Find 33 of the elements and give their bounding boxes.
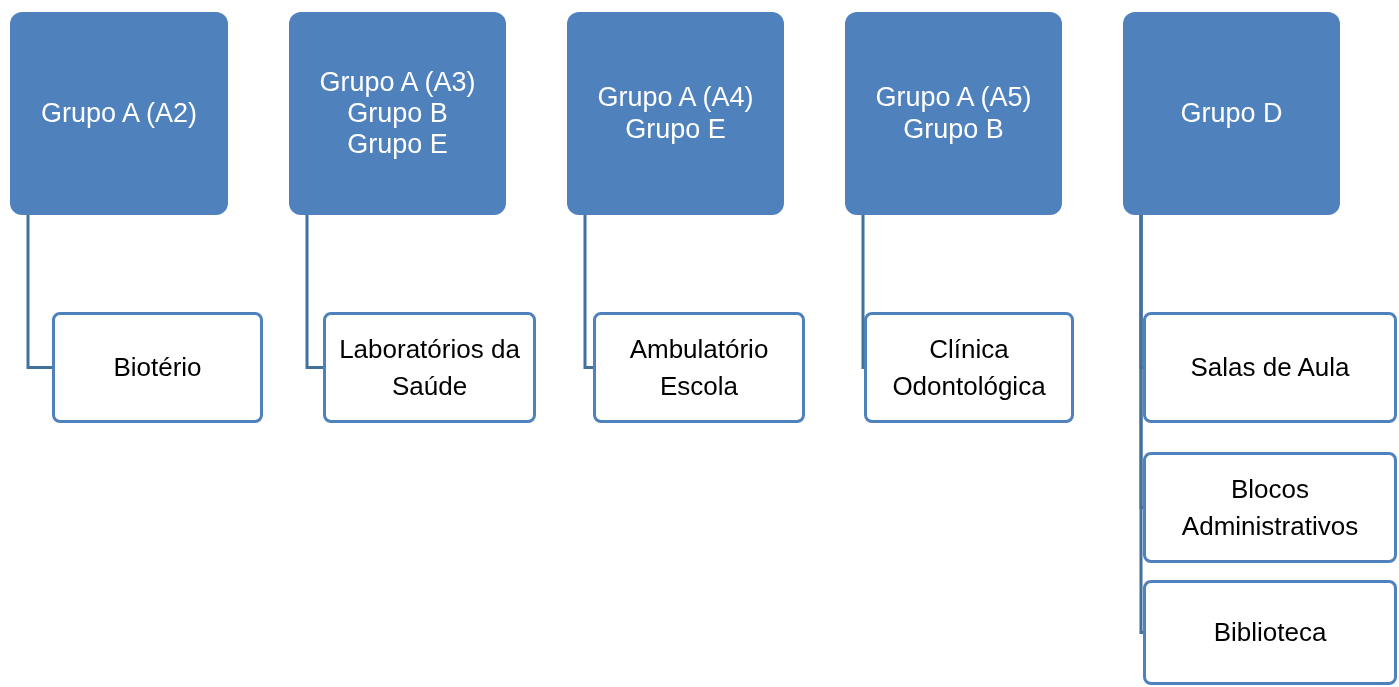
- group-box: [845, 12, 1062, 215]
- group-label: Grupo B: [347, 97, 448, 130]
- location-box: [864, 312, 1074, 423]
- group-box: [289, 12, 506, 215]
- location-label: Ambulatório Escola: [628, 332, 770, 403]
- location-label: Laboratórios da Saúde: [338, 332, 521, 403]
- group-box: [10, 12, 228, 215]
- group-label: Grupo B: [903, 113, 1004, 145]
- group-label: Grupo D: [1180, 97, 1283, 130]
- group-label: Grupo A (A2): [40, 97, 198, 130]
- connector-line: [861, 215, 866, 369]
- connector-line: [583, 215, 593, 369]
- location-label: Blocos Administrativos: [1180, 472, 1360, 543]
- connector-line: [305, 215, 323, 369]
- connector-line: [1139, 215, 1145, 634]
- group-label: Grupo A (A3): [319, 66, 476, 98]
- location-box: [593, 312, 805, 423]
- group-label: Grupo A (A4): [597, 82, 754, 114]
- location-label: Clínica Odontológica: [891, 332, 1047, 403]
- location-box: [1143, 452, 1397, 563]
- location-box: [1143, 580, 1397, 685]
- connector-line: [26, 215, 52, 369]
- group-label: Grupo A (A5): [875, 82, 1032, 114]
- group-label: Grupo E: [347, 129, 448, 161]
- location-box: [1143, 312, 1397, 423]
- location-label: Biblioteca: [1213, 616, 1327, 650]
- location-box: [323, 312, 536, 423]
- group-box: [567, 12, 784, 215]
- group-label: Grupo E: [625, 113, 726, 145]
- location-label: Biotério: [113, 351, 202, 385]
- location-box: [52, 312, 263, 423]
- group-box: [1123, 12, 1340, 215]
- location-label: Salas de Aula: [1190, 351, 1350, 385]
